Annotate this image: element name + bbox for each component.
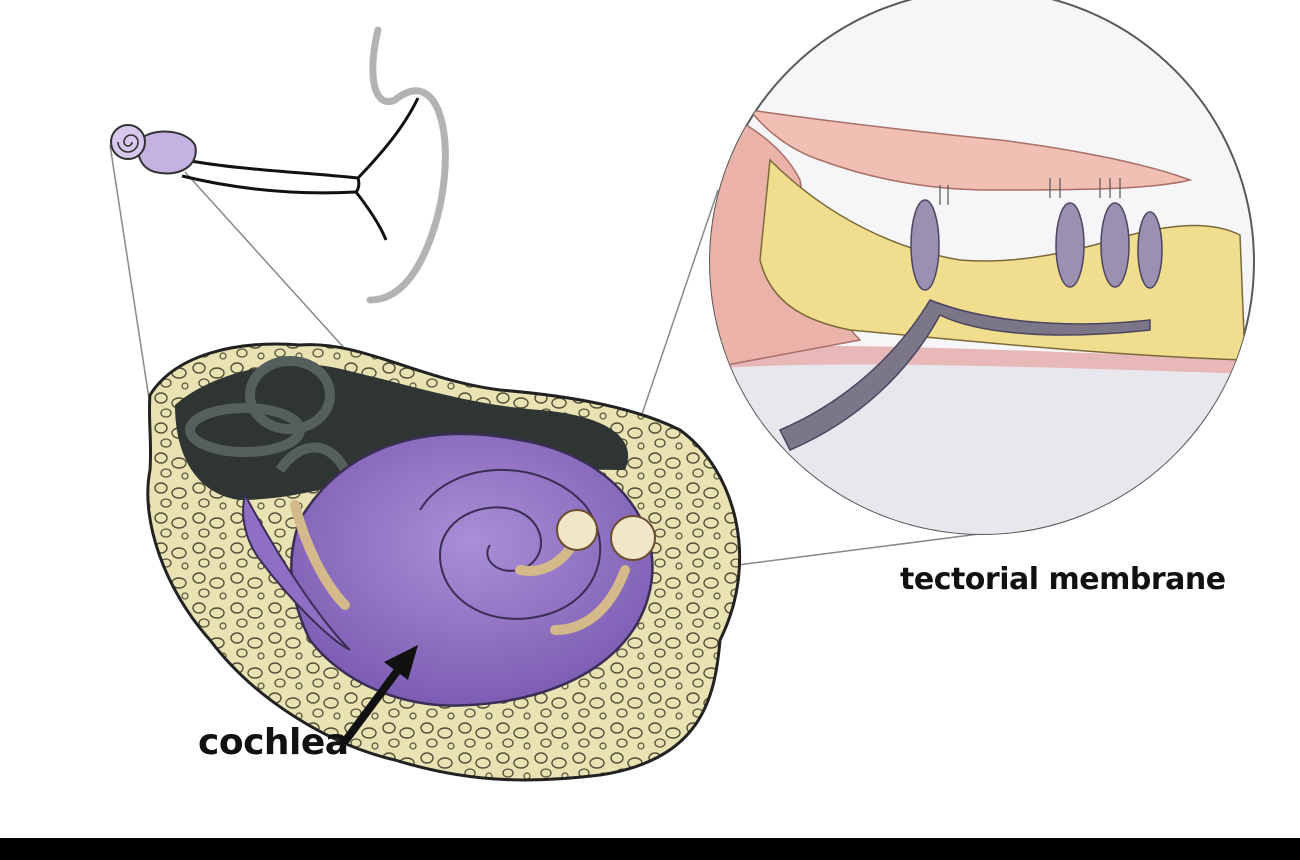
small-cochlea-icon [138,132,196,174]
cochlea-label: cochlea [198,722,349,763]
inner-ear-illustration [148,344,740,780]
magnified-organ-of-corti [700,0,1280,560]
outer-ear-outline [370,30,445,300]
tectorial-membrane-label: tectorial membrane [900,562,1226,597]
bottom-bar [0,838,1300,860]
ear-canal-sketch [111,98,418,240]
